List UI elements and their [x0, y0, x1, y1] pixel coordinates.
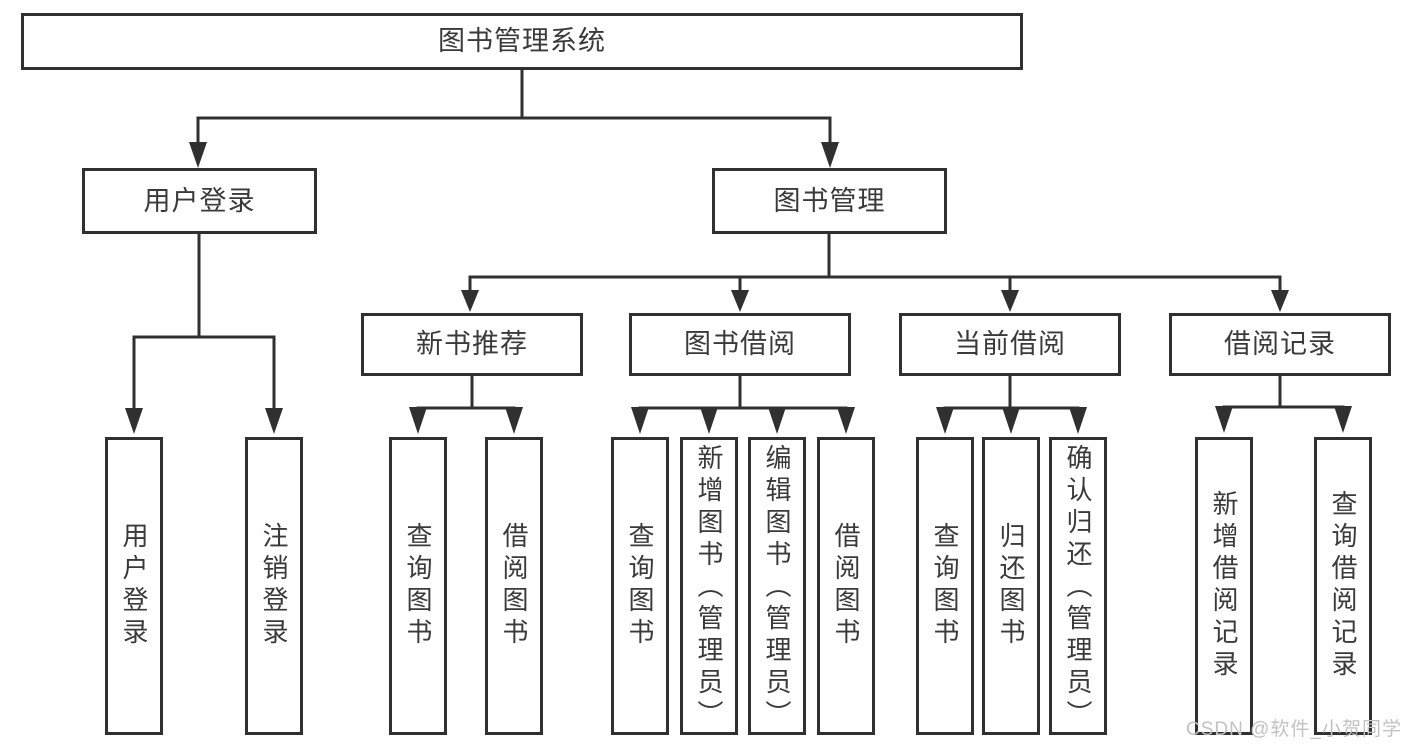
- leaf-query-books-current: 查询图书: [916, 437, 974, 735]
- leaf-query-books-recommend: 查询图书: [389, 437, 447, 735]
- arrow-to-book-borrowing: [731, 290, 749, 312]
- arrow-to-book-management: [821, 142, 839, 168]
- csdn-watermark: CSDN @软件_小贺同学: [1186, 719, 1402, 740]
- leaf-query-books-borrowing: 查询图书: [611, 437, 669, 735]
- leaf-borrow-books-borrowing: 借阅图书: [817, 437, 875, 735]
- arrowheads: [125, 142, 1352, 434]
- node-label: 查询借阅记录: [1328, 490, 1358, 682]
- node-book-borrowing: 图书借阅: [629, 313, 851, 376]
- node-label: 借阅图书: [499, 522, 529, 650]
- node-library-management-system: 图书管理系统: [21, 13, 1023, 70]
- arrow-to-query-books-borrowing: [631, 407, 649, 434]
- node-label: 查询图书: [625, 522, 655, 650]
- arrow-to-add-borrow-record: [1215, 406, 1233, 433]
- node-label: 借阅记录: [1224, 329, 1336, 359]
- arrow-to-user-login: [189, 142, 207, 168]
- arrow-to-edit-books-admin: [768, 407, 786, 434]
- node-label: 注销登录: [259, 522, 289, 650]
- node-label: 新书推荐: [416, 329, 528, 359]
- node-user-login: 用户登录: [82, 168, 317, 234]
- arrow-to-logout: [265, 408, 283, 434]
- node-label: 确认归还（管理员）: [1063, 444, 1093, 732]
- leaf-logout: 注销登录: [245, 437, 303, 735]
- node-label: 图书借阅: [684, 329, 796, 359]
- leaf-return-books: 归还图书: [982, 437, 1040, 735]
- leaf-edit-books-admin: 编辑图书（管理员）: [748, 437, 806, 735]
- arrow-to-confirm-return-admin: [1069, 407, 1087, 434]
- leaf-add-books-admin: 新增图书（管理员）: [680, 437, 738, 735]
- arrow-to-query-books-recommend: [409, 407, 427, 434]
- node-label: 查询图书: [403, 522, 433, 650]
- arrow-to-borrowing-records: [1271, 290, 1289, 312]
- node-label: 编辑图书（管理员）: [762, 444, 792, 732]
- arrow-to-borrow-books-borrowing: [837, 407, 855, 434]
- arrow-to-query-borrow-record: [1334, 406, 1352, 433]
- node-label: 新增借阅记录: [1209, 490, 1239, 682]
- node-label: 当前借阅: [954, 329, 1066, 359]
- arrow-to-current-borrowing: [1001, 290, 1019, 312]
- node-current-borrowing: 当前借阅: [899, 313, 1121, 376]
- arrow-to-query-books-current: [936, 407, 954, 434]
- arrow-to-new-book-recommend: [461, 290, 479, 312]
- node-label: 归还图书: [996, 522, 1026, 650]
- arrow-to-borrow-books-recommend: [505, 407, 523, 434]
- node-label: 新增图书（管理员）: [694, 444, 724, 732]
- node-label: 借阅图书: [831, 522, 861, 650]
- node-label: 用户登录: [119, 522, 149, 650]
- leaf-confirm-return-admin: 确认归还（管理员）: [1049, 437, 1107, 735]
- node-label: 图书管理系统: [438, 26, 606, 56]
- node-borrowing-records: 借阅记录: [1169, 313, 1391, 376]
- node-book-management: 图书管理: [712, 168, 947, 234]
- leaf-add-borrow-record: 新增借阅记录: [1195, 437, 1253, 735]
- node-label: 查询图书: [930, 522, 960, 650]
- arrow-to-return-books: [1002, 407, 1020, 434]
- leaf-query-borrow-record: 查询借阅记录: [1314, 437, 1372, 735]
- node-new-book-recommend: 新书推荐: [361, 313, 583, 376]
- leaf-borrow-books-recommend: 借阅图书: [485, 437, 543, 735]
- arrow-to-user-login-leaf: [125, 408, 143, 434]
- node-label: 图书管理: [773, 185, 886, 216]
- leaf-user-login: 用户登录: [105, 437, 163, 735]
- node-label: 用户登录: [143, 185, 256, 216]
- arrow-to-add-books-admin: [700, 407, 718, 434]
